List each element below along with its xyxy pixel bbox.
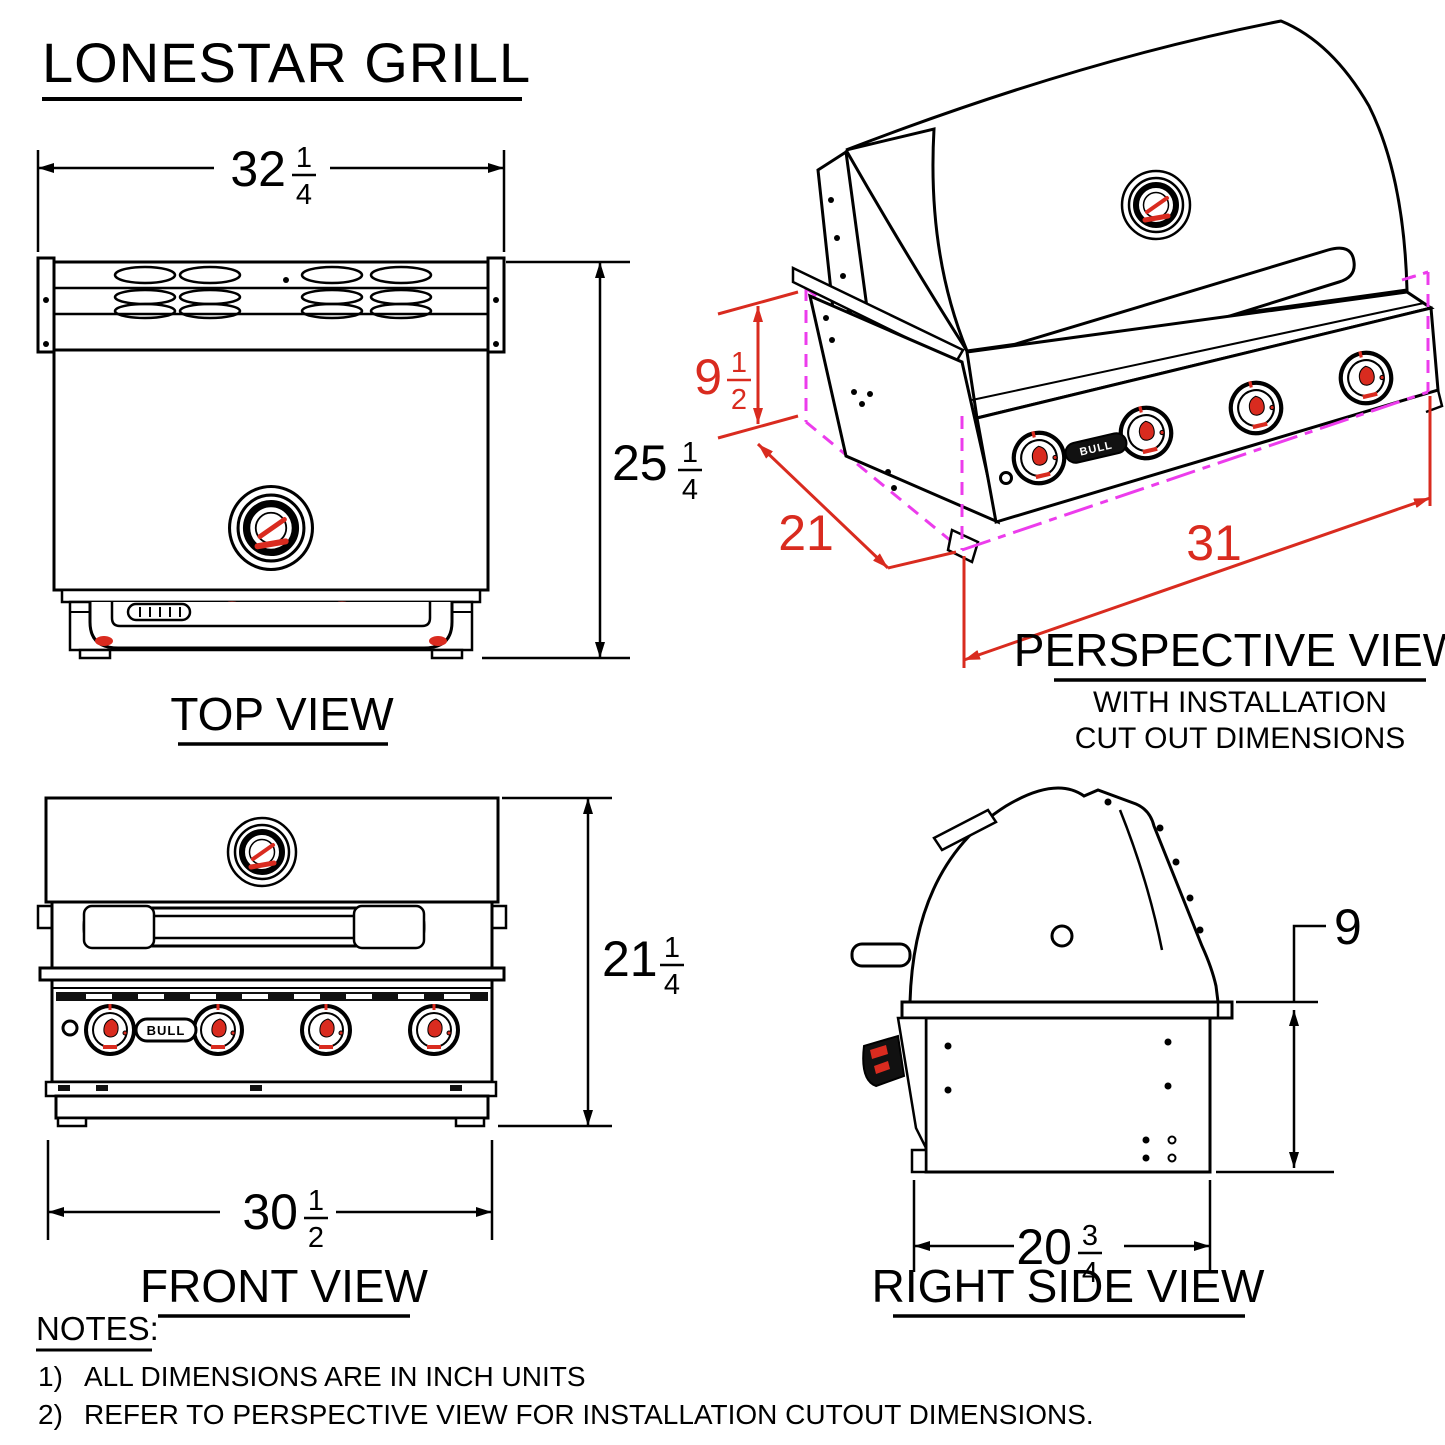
svg-text:1: 1 [731, 347, 747, 379]
front-view-height-dimension: 21 1 4 [498, 796, 684, 1128]
burner-knob-icon [410, 1004, 458, 1054]
foot [56, 1116, 88, 1128]
side-knob-icon [862, 1034, 906, 1088]
cutout-dimensions: 9 1 2 21 31 [694, 290, 1432, 668]
svg-text:4: 4 [296, 179, 312, 211]
right-view-depth-dimension: 20 3 4 [912, 1180, 1212, 1289]
svg-text:4: 4 [1082, 1257, 1098, 1289]
hood-vent-tab [932, 808, 998, 852]
foot [910, 1148, 928, 1174]
front-view-label: FRONT VIEW [140, 1260, 429, 1312]
left-side-bracket [36, 256, 56, 354]
svg-text:1: 1 [308, 1185, 324, 1217]
vent-slot [369, 265, 433, 285]
thermometer-icon [230, 487, 313, 570]
side-bracket [896, 1016, 928, 1149]
dim-value: 31 [1186, 515, 1242, 571]
svg-text:1: 1 [664, 932, 680, 964]
dim-value: 21 [602, 931, 658, 987]
front-view: BULL 21 1 4 30 1 [36, 796, 684, 1318]
dim-value: 21 [778, 505, 834, 561]
vent-slot [300, 265, 364, 285]
notes-section: NOTES: 1) ALL DIMENSIONS ARE IN INCH UNI… [36, 1310, 1094, 1430]
grill-hood [908, 786, 1220, 1004]
dim-value: 9 [1334, 899, 1362, 955]
vent-slot [113, 265, 177, 285]
ignitor-button [999, 471, 1013, 485]
ignitor-button [61, 1019, 79, 1037]
svg-text:3: 3 [1082, 1220, 1098, 1252]
svg-text:BULL: BULL [147, 1023, 186, 1038]
burner-knob-icon [302, 1004, 350, 1054]
notes-heading: NOTES: [36, 1310, 159, 1347]
base-band [54, 1094, 490, 1120]
page-title: LONESTAR GRILL [42, 31, 531, 94]
firebox-body [924, 1016, 1212, 1174]
burner-knob-icon [86, 1004, 134, 1054]
front-view-width-dimension: 30 1 2 [46, 1140, 494, 1254]
handle-bar [850, 942, 912, 968]
note-item-number: 1) [38, 1361, 63, 1392]
dim-value: 32 [230, 141, 286, 197]
svg-text:2: 2 [731, 384, 747, 416]
drip-tray-band [44, 1080, 498, 1098]
right-view-drawing [850, 786, 1234, 1174]
thermometer-icon [228, 818, 296, 886]
right-view-label: RIGHT SIDE VIEW [872, 1260, 1265, 1312]
perspective-view: BULL 9 1 2 21 31 [694, 19, 1445, 755]
note-item-text: REFER TO PERSPECTIVE VIEW FOR INSTALLATI… [84, 1399, 1094, 1430]
top-view-drawing [36, 256, 506, 660]
perspective-subtitle-1: WITH INSTALLATION [1093, 686, 1387, 719]
perspective-view-label: PERSPECTIVE VIEW [1014, 624, 1445, 676]
svg-text:1: 1 [296, 142, 312, 174]
foot [454, 1116, 486, 1128]
dim-value: 30 [242, 1184, 298, 1240]
lid-lip [38, 966, 506, 982]
top-view-label: TOP VIEW [170, 688, 394, 740]
note-item-number: 2) [38, 1399, 63, 1430]
svg-text:4: 4 [664, 969, 680, 1001]
vent-slot [178, 265, 242, 285]
right-side-bracket [486, 256, 506, 354]
dim-value: 25 [612, 435, 668, 491]
top-view: 32 1 4 25 1 4 TOP VIEW [36, 141, 702, 746]
brand-badge: BULL [134, 1017, 198, 1043]
hinge-pivot [1050, 924, 1074, 948]
note-item-text: ALL DIMENSIONS ARE IN INCH UNITS [84, 1361, 586, 1392]
thermometer-icon [1122, 171, 1190, 239]
top-view-depth-dimension: 25 1 4 [482, 260, 702, 660]
brand-badge: BULL [1064, 432, 1128, 464]
dim-value: 20 [1016, 1219, 1072, 1275]
mounting-shelf [900, 1000, 1234, 1020]
right-side-view: 9 20 3 4 RIGHT SIDE VIEW [850, 786, 1362, 1318]
svg-text:1: 1 [682, 437, 698, 469]
top-view-width-dimension: 32 1 4 [36, 141, 506, 252]
right-view-height-dimension: 9 [1216, 899, 1362, 1174]
svg-text:4: 4 [682, 474, 698, 506]
dim-value: 9 [694, 349, 722, 405]
front-view-drawing: BULL [36, 796, 508, 1128]
svg-text:2: 2 [308, 1222, 324, 1254]
perspective-subtitle-2: CUT OUT DIMENSIONS [1075, 722, 1406, 755]
burner-knob-icon [194, 1004, 242, 1054]
sheet-title: LONESTAR GRILL [42, 31, 531, 101]
perspective-grill-drawing: BULL [791, 19, 1444, 564]
